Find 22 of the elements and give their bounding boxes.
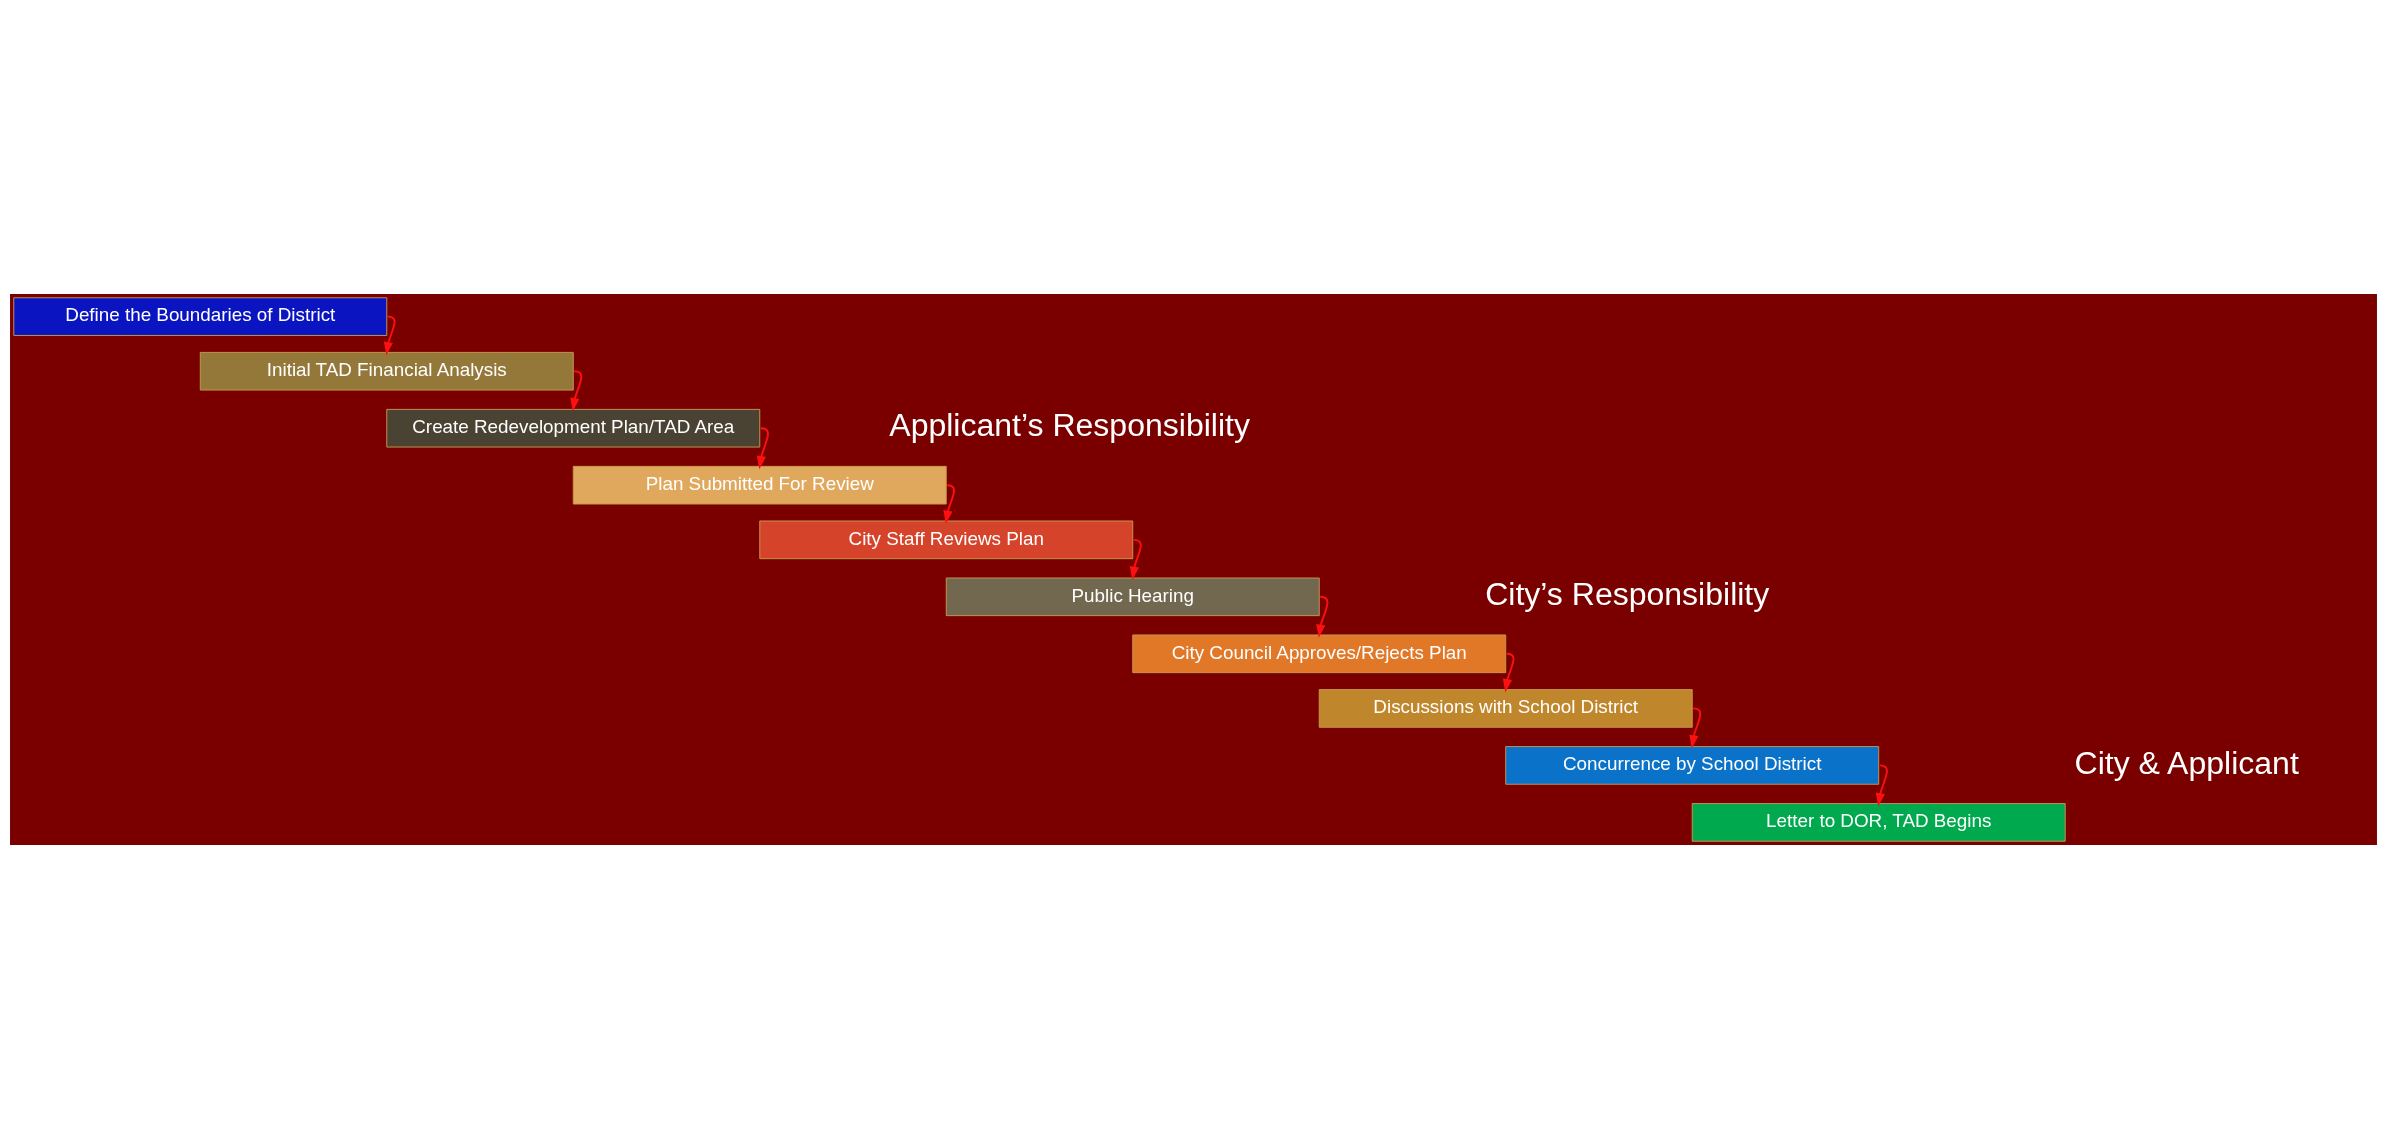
arrow [1875, 764, 1888, 807]
node-box: City Staff Reviews Plan [759, 520, 1134, 560]
arrow [570, 370, 583, 412]
node-box: Create Redevelopment Plan/TAD Area [386, 408, 761, 448]
node-box: City Council Approves/Rejects Plan [1132, 634, 1507, 674]
node-box: Letter to DOR, TAD Begins [1691, 803, 2066, 842]
arrow [943, 484, 955, 524]
node-box: Public Hearing [945, 577, 1320, 617]
node-box: Define the Boundaries of District [13, 297, 388, 336]
arrow [1502, 652, 1515, 693]
label: City’s Responsibility [1485, 576, 1770, 613]
label: Applicant’s Responsibility [889, 407, 1250, 444]
arrow [1129, 538, 1142, 580]
arrow [383, 315, 396, 356]
node-box: Discussions with School District [1318, 689, 1693, 728]
node-box: Initial TAD Financial Analysis [199, 351, 574, 391]
arrow [756, 427, 769, 470]
arrow [1689, 707, 1702, 749]
node-box: Plan Submitted For Review [572, 465, 947, 505]
node-box: Concurrence by School District [1505, 746, 1880, 785]
arrow [1316, 595, 1329, 638]
label: City & Applicant [2074, 744, 2299, 781]
